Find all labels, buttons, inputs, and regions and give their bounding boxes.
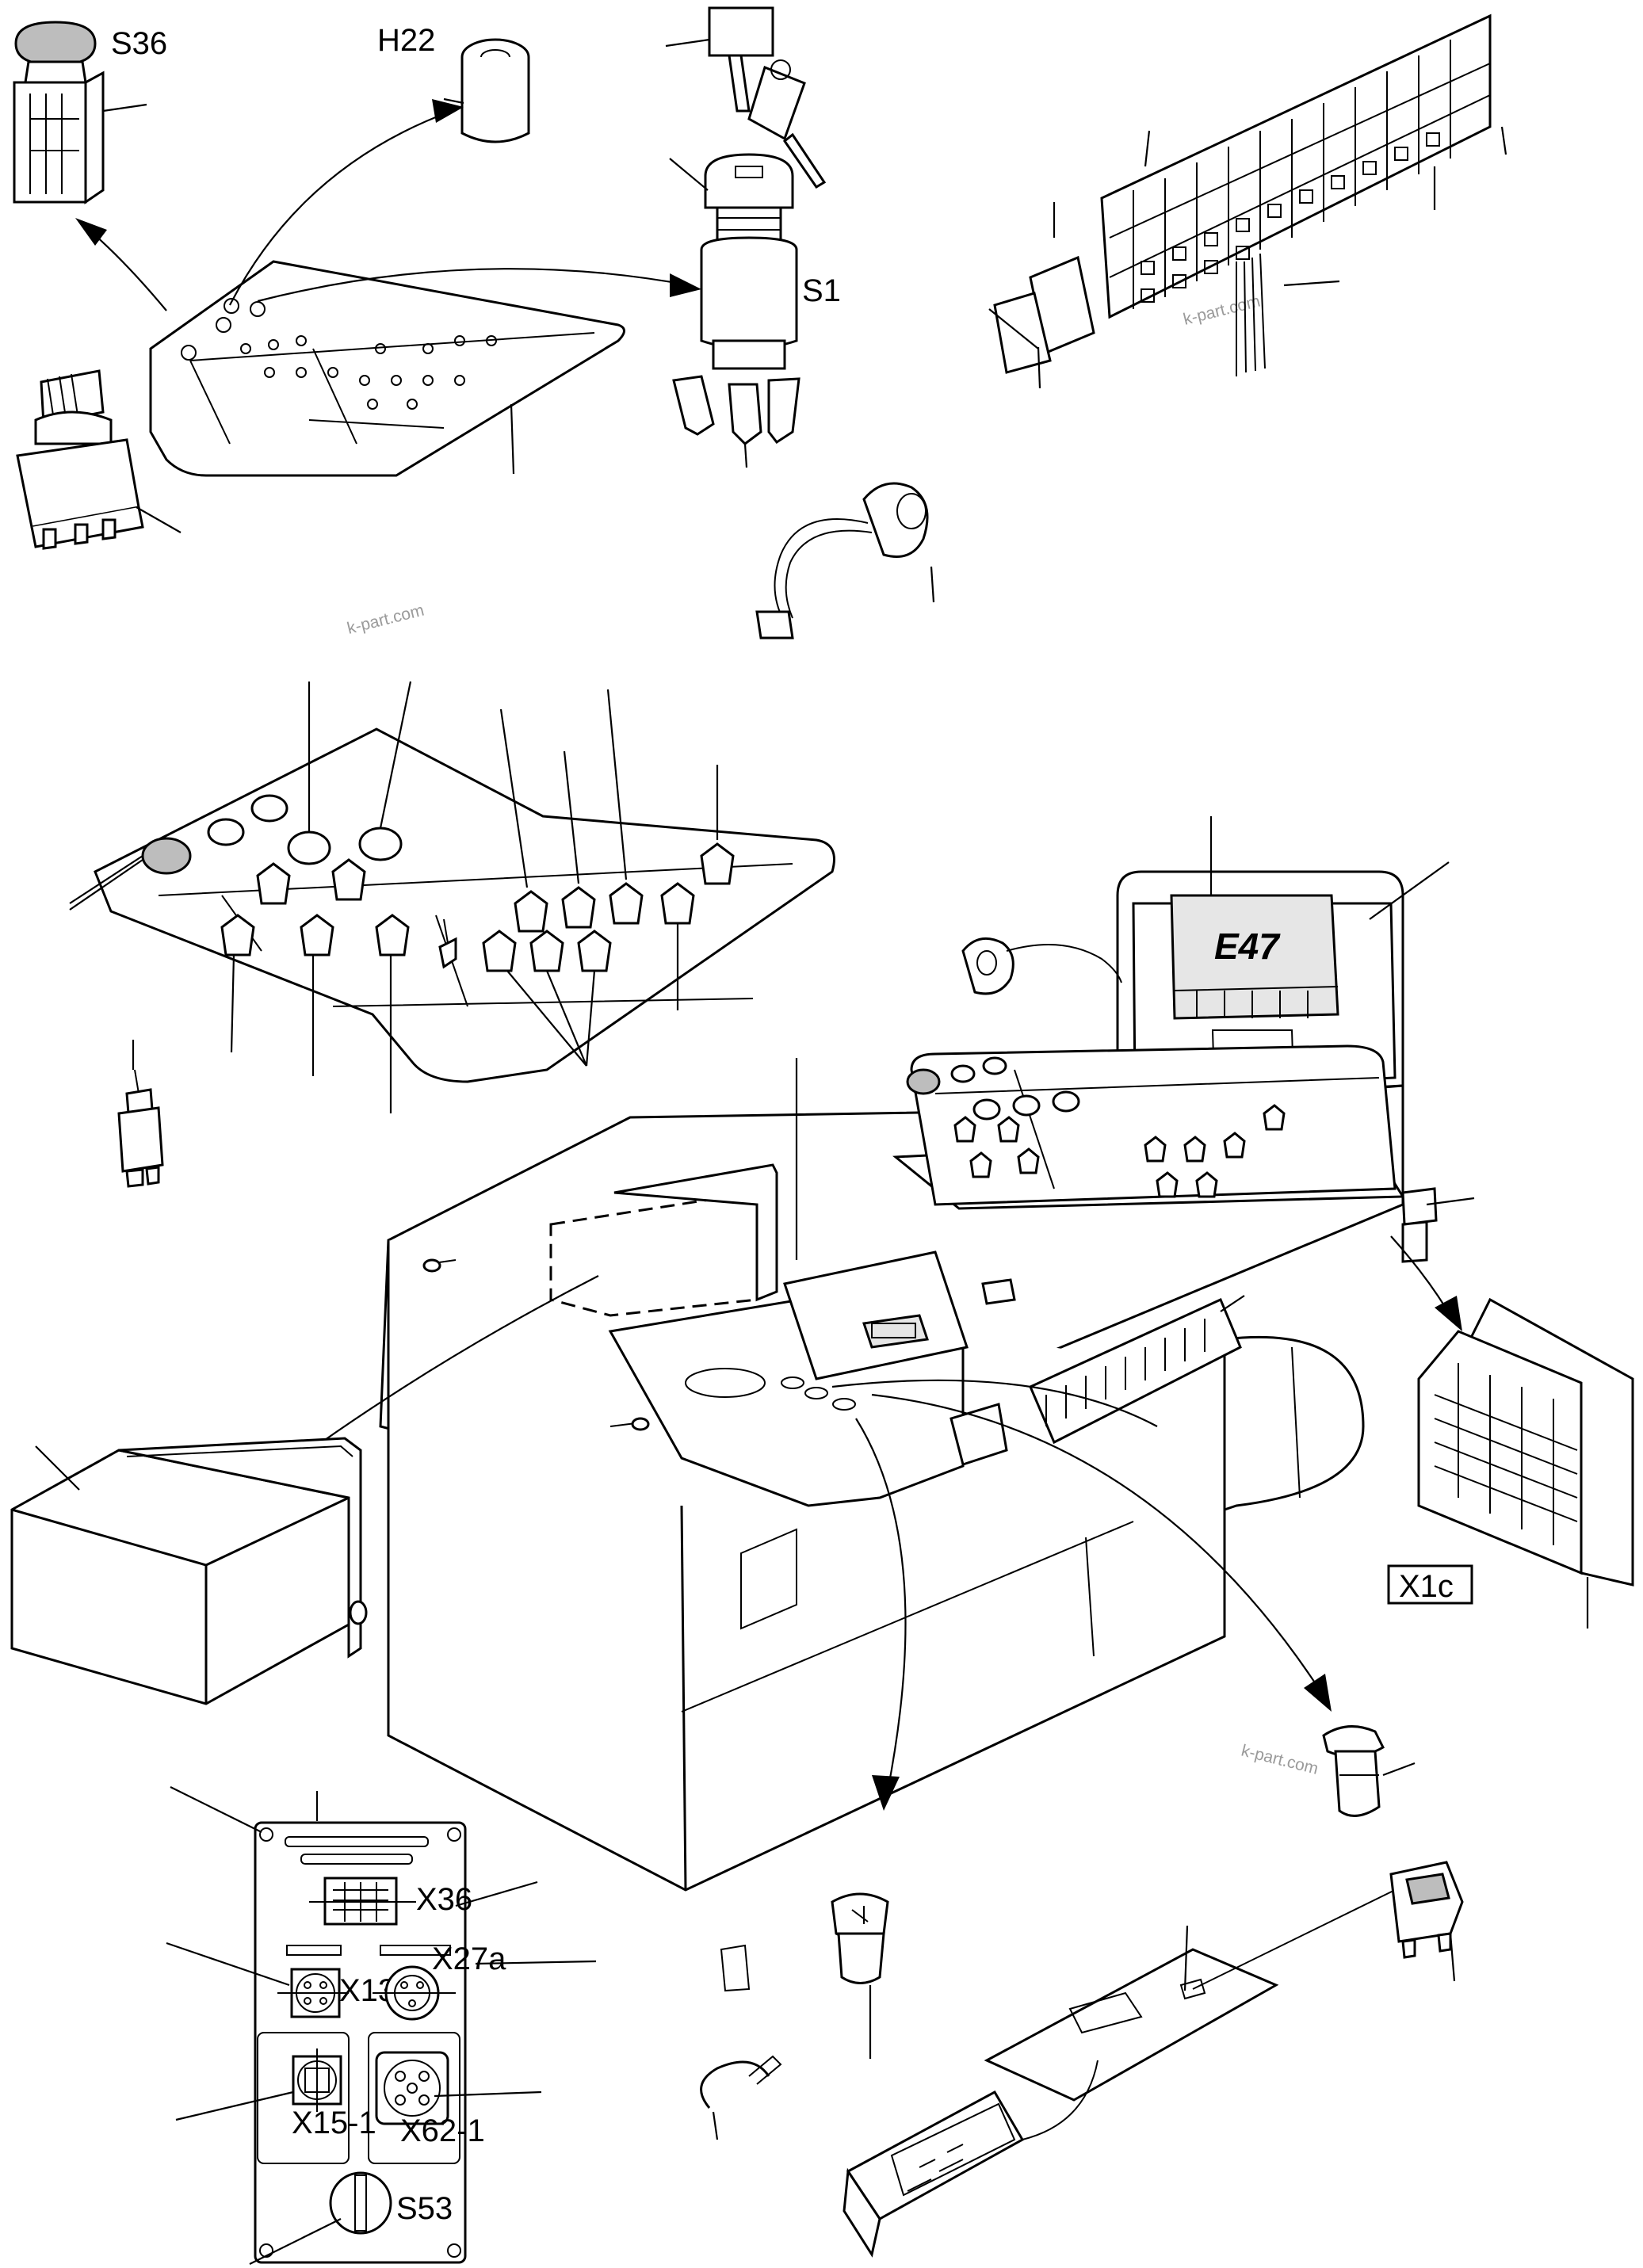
switch-panel-top bbox=[149, 260, 625, 477]
rotary-switch bbox=[16, 369, 181, 550]
label-s36: S36 bbox=[111, 26, 167, 61]
terminal-block-assembly bbox=[988, 13, 1507, 389]
module-plate bbox=[843, 1861, 1464, 2258]
ignition-keys bbox=[665, 6, 827, 189]
socket-center bbox=[831, 1892, 889, 2059]
lamp-with-cable bbox=[755, 482, 935, 640]
terminal-screws bbox=[1141, 132, 1440, 303]
assembly-arrows bbox=[75, 99, 1462, 1811]
connector-panel: X36 X13 X27a X15-1 X62-1 bbox=[166, 1786, 597, 2265]
label-h22: H22 bbox=[377, 23, 435, 58]
connector-x1c: X1c bbox=[1387, 1297, 1634, 1628]
label-x27a: X27a bbox=[432, 1942, 506, 1976]
radio-unit bbox=[10, 1437, 368, 1705]
label-x36: X36 bbox=[416, 1882, 472, 1917]
label-s1: S1 bbox=[802, 273, 841, 308]
toggle-switch bbox=[117, 1040, 164, 1188]
panel-large-knobs bbox=[141, 794, 735, 972]
label-x15-1: X15-1 bbox=[292, 2106, 376, 2140]
ignition-switch-s1: S1 bbox=[669, 153, 841, 468]
socket-right bbox=[1322, 1725, 1416, 1817]
panel-top-holes bbox=[181, 298, 497, 410]
label-x62-1: X62-1 bbox=[400, 2113, 485, 2148]
label-e47: E47 bbox=[1214, 926, 1281, 967]
watermark-4: k-part.com bbox=[1240, 1742, 1320, 1778]
main-console-cabinet bbox=[379, 937, 1475, 1892]
panel-text-1 bbox=[334, 1834, 336, 1850]
watermark-2: k-part.com bbox=[1182, 292, 1263, 329]
emergency-stop-s36: S36 bbox=[13, 21, 167, 204]
switch-panel-large bbox=[69, 681, 835, 1113]
x1c-label-box bbox=[1387, 1564, 1473, 1605]
label-s53: S53 bbox=[396, 2191, 453, 2226]
watermark-1: k-part.com bbox=[346, 601, 426, 638]
indicator-lamp-h22: H22 bbox=[377, 23, 530, 143]
label-x1c: X1c bbox=[1399, 1569, 1454, 1604]
cable-tie bbox=[700, 1944, 782, 2140]
display-unit-e47: E47 bbox=[1116, 816, 1450, 1103]
console-knobs bbox=[906, 1056, 1286, 1198]
